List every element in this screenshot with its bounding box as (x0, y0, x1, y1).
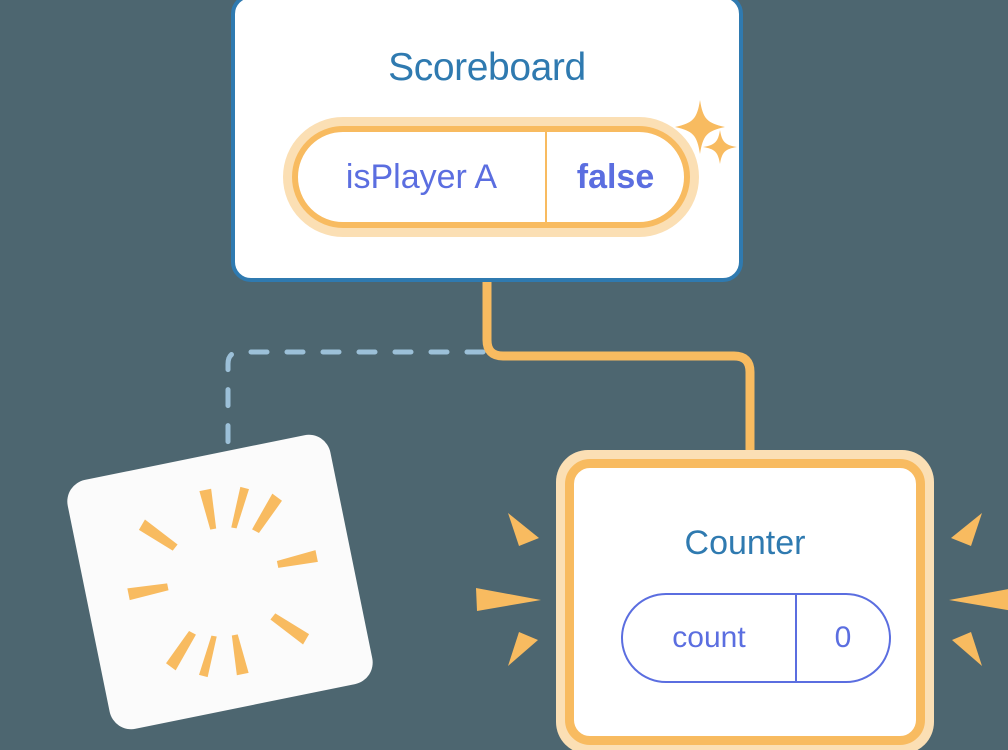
counter-card-body: Counter count 0 (565, 459, 925, 745)
counter-ray-left-bottom (508, 632, 538, 666)
counter-ray-right-top (951, 513, 982, 546)
counter-ray-left-top (508, 513, 539, 546)
blank-rotated-card[interactable] (63, 430, 377, 734)
counter-state-pill[interactable]: count 0 (621, 593, 891, 683)
scoreboard-pill-key: isPlayer A (298, 132, 547, 222)
scoreboard-state-pill[interactable]: isPlayer A false (283, 117, 699, 237)
scoreboard-pill-value: false (576, 157, 655, 196)
counter-card[interactable]: Counter count 0 (556, 450, 934, 750)
scoreboard-title: Scoreboard (388, 46, 586, 89)
counter-ray-right-middle (949, 589, 1008, 611)
counter-ray-right-bottom (952, 632, 982, 666)
scoreboard-pill-body[interactable]: isPlayer A false (292, 126, 690, 228)
solid-connector-to-counter-card (482, 277, 755, 467)
counter-pill-value: 0 (834, 621, 852, 654)
counter-pill-key: count (623, 595, 797, 681)
counter-ray-left-middle (476, 588, 541, 611)
counter-title: Counter (684, 524, 806, 562)
scoreboard-card[interactable]: Scoreboard isPlayer A false (231, 0, 743, 282)
